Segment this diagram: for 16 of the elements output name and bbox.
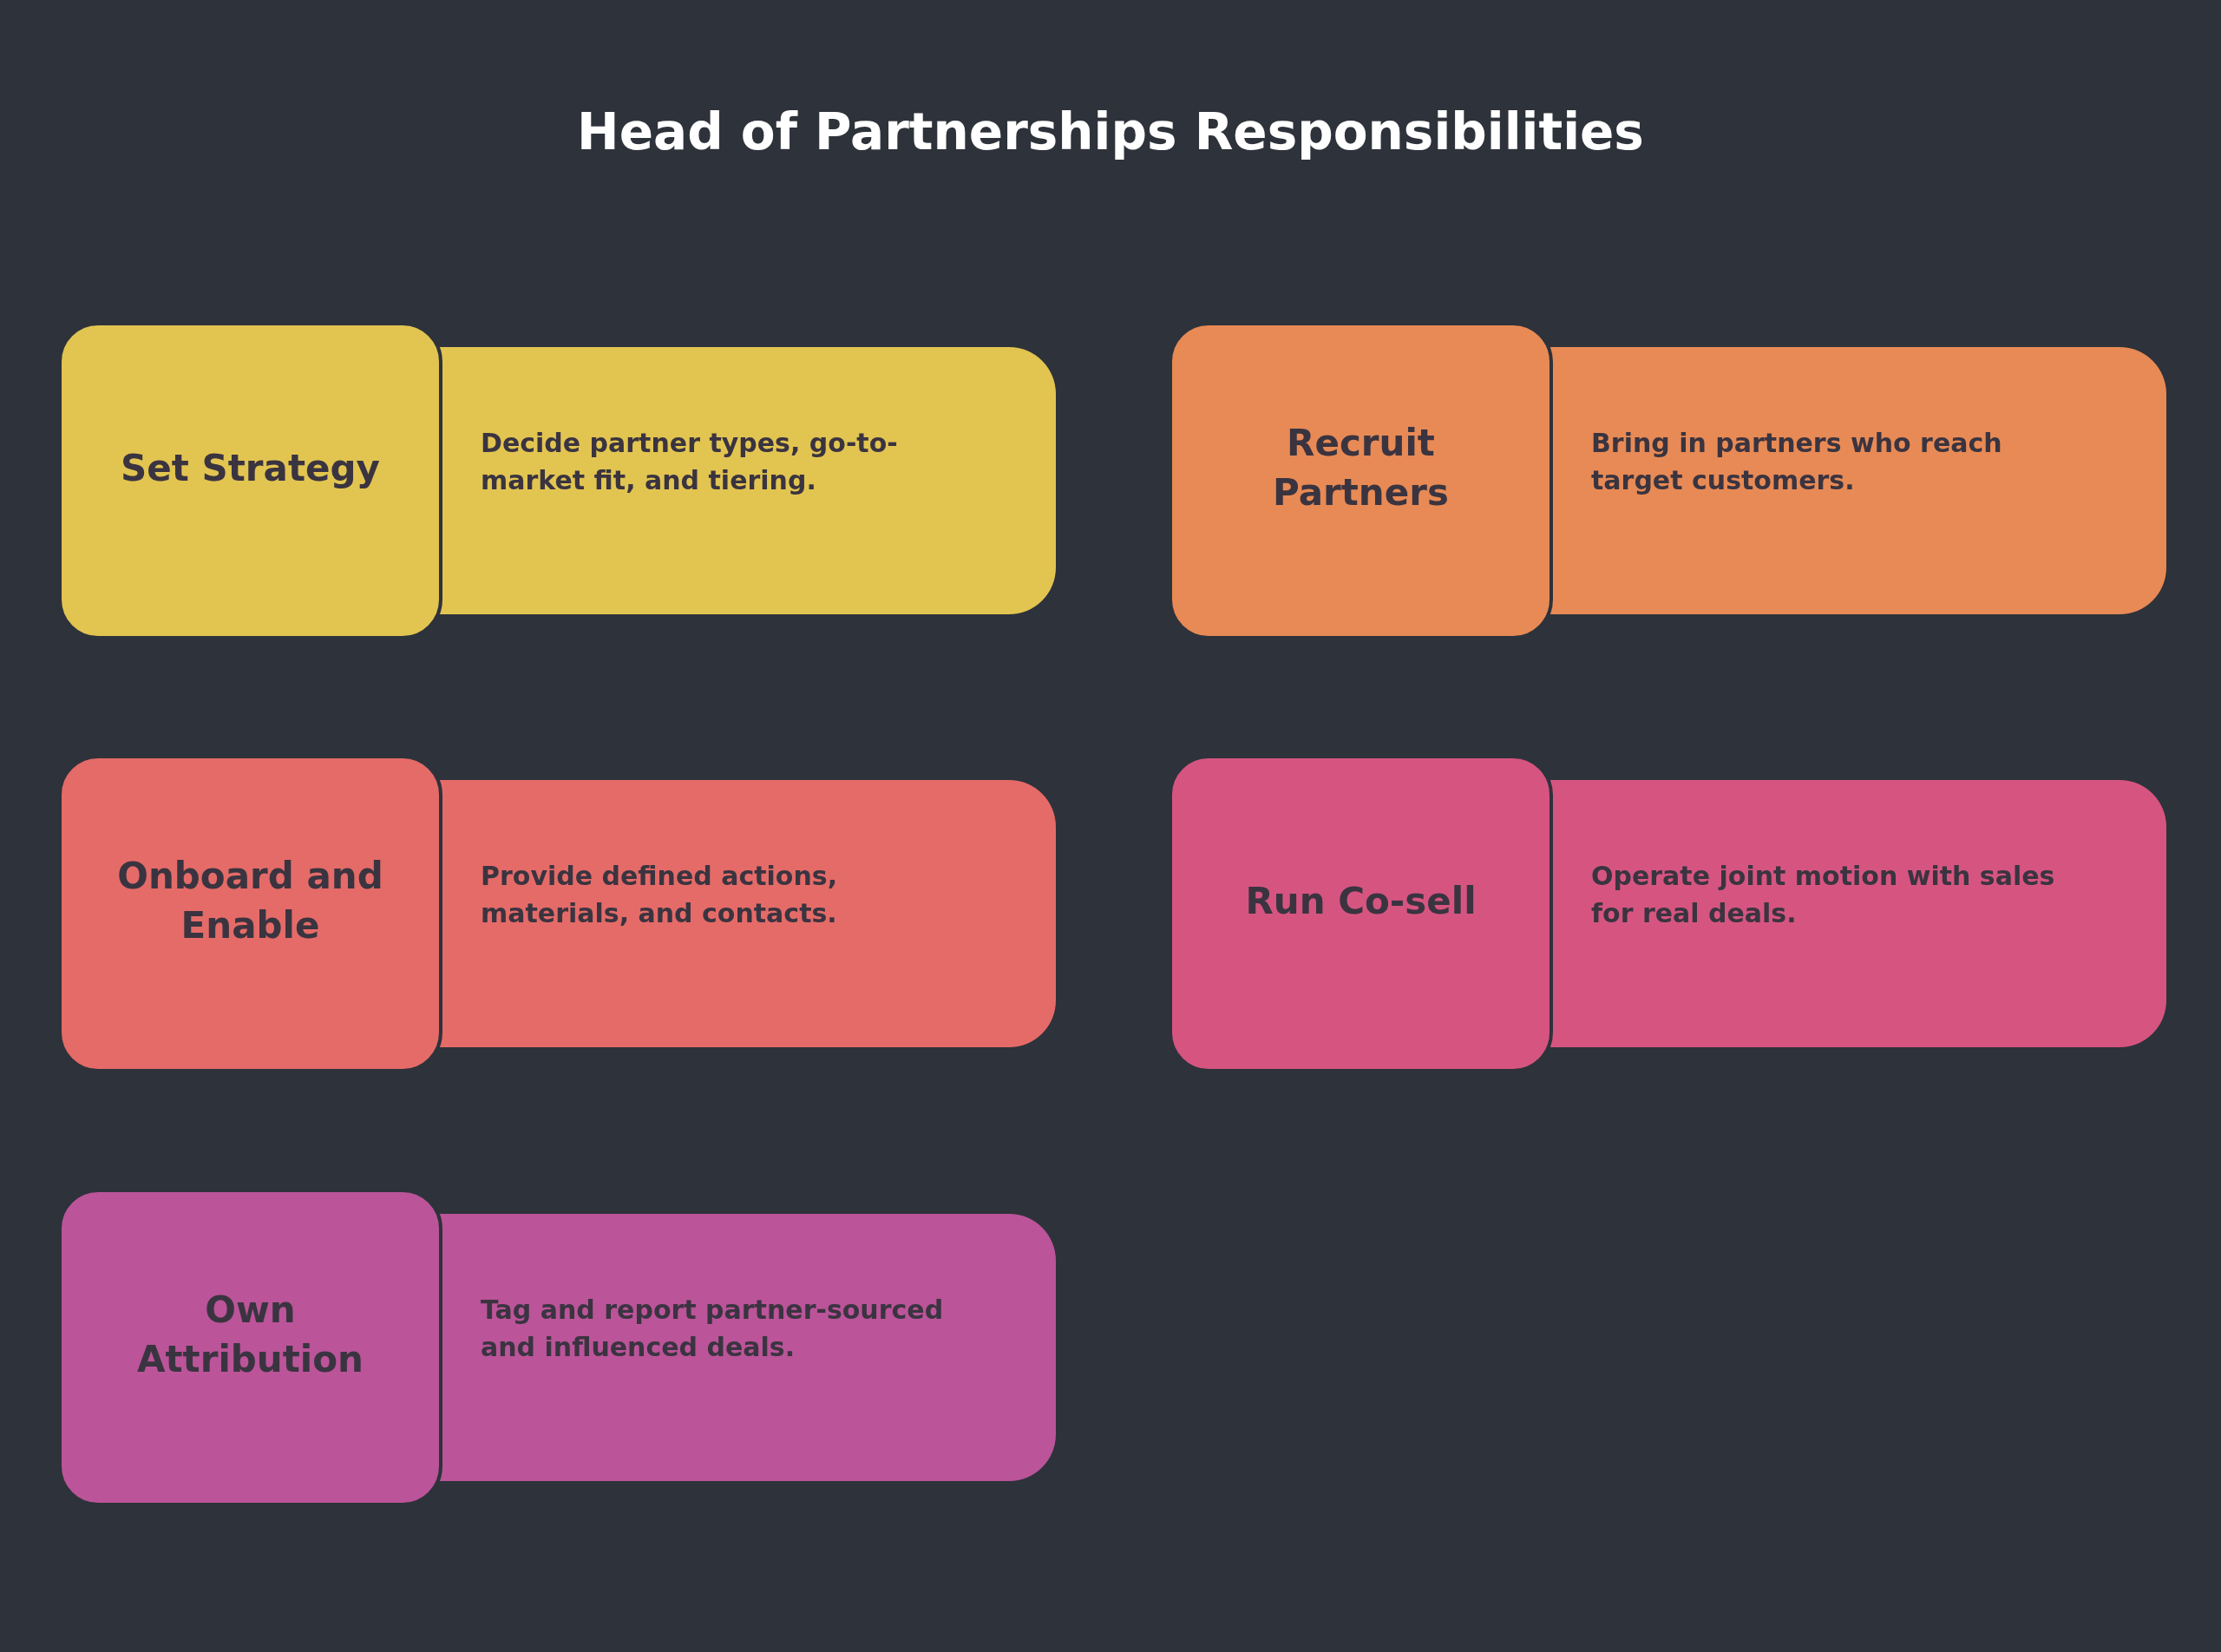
- description-text: Operate joint motion with sales for real deals.: [1591, 859, 2056, 930]
- tile-heading: Own Attribution: [136, 1288, 364, 1382]
- tile-heading: Onboard and Enable: [116, 854, 384, 948]
- tile-heading: Recruit Partners: [1272, 421, 1450, 515]
- diagram-title: Head of Partnerships Responsibilities: [577, 102, 1644, 163]
- description-panel: [1549, 347, 2166, 614]
- description-panel: [1549, 780, 2166, 1047]
- description-panel: [439, 1214, 1056, 1481]
- tile-heading: Run Co-sell: [1245, 878, 1477, 924]
- description-text: Provide defined actions, materials, and contacts.: [481, 859, 839, 930]
- description-panel: [439, 347, 1056, 614]
- description-panel: [439, 780, 1056, 1047]
- description-text: Bring in partners who reach target customers.: [1591, 426, 2003, 497]
- description-text: Tag and report partner-sourced and influenced deals.: [481, 1293, 945, 1364]
- description-text: Decide partner types, go-to-market fit, and tiering.: [481, 426, 899, 497]
- tile-heading: Set Strategy: [121, 445, 380, 491]
